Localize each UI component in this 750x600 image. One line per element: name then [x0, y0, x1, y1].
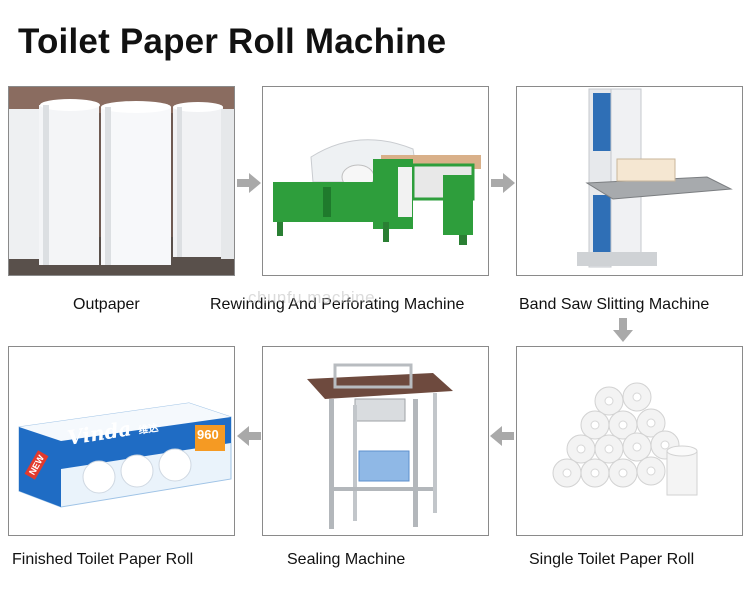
diagram-title: Toilet Paper Roll Machine: [18, 22, 446, 62]
watermark-text: chunfu machine: [248, 288, 375, 308]
step-label-single-rolls: Single Toilet Paper Roll: [529, 551, 694, 569]
step-label-finished-roll: Finished Toilet Paper Roll: [12, 551, 193, 569]
arrow-right-icon: [491, 173, 515, 193]
finished-pack-image: Vinda 维达 960 NEW: [8, 346, 235, 536]
sheet-count-badge: 960: [197, 427, 219, 442]
step-label-band-saw-machine: Band Saw Slitting Machine: [519, 296, 709, 314]
arrow-down-icon: [613, 318, 633, 342]
arrow-left-icon: [237, 426, 261, 446]
step-label-outpaper: Outpaper: [73, 296, 140, 314]
step-label-sealing-machine: Sealing Machine: [287, 551, 405, 569]
brand-name-cn: 维达: [138, 423, 159, 437]
sealing-machine-image: [262, 346, 489, 536]
outpaper-image: [8, 86, 235, 276]
band-saw-machine-image: [516, 86, 743, 276]
arrow-left-icon: [490, 426, 514, 446]
arrow-right-icon: [237, 173, 261, 193]
rewinding-machine-image: [262, 86, 489, 276]
single-rolls-image: [516, 346, 743, 536]
